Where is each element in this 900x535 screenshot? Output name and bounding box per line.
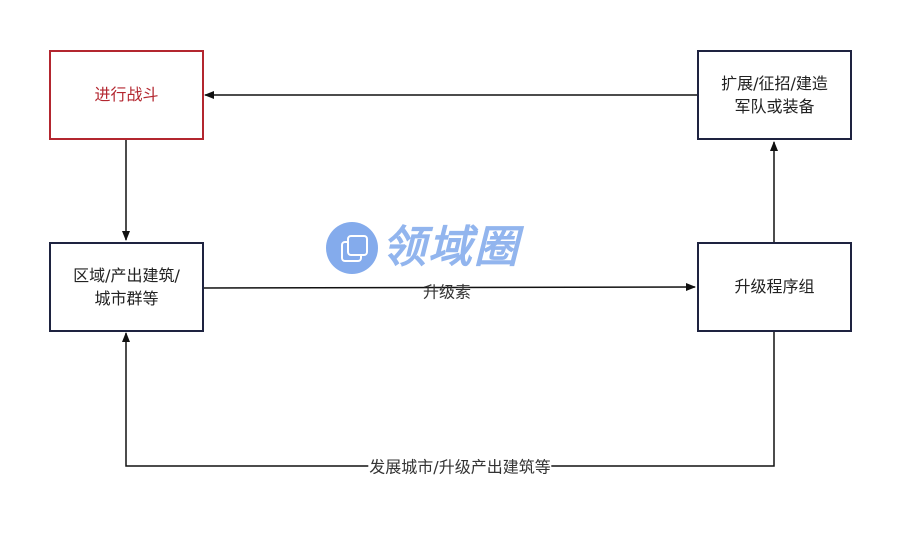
node-region: 区域/产出建筑/城市群等 [49,242,204,332]
node-expand-label-line1: 扩展/征招/建造 [721,73,828,93]
edge-label-develop-city: 发展城市/升级产出建筑等 [368,457,552,477]
node-upgrade-group: 升级程序组 [697,242,852,332]
arrow-upgrade-to-region [122,331,775,467]
edge-label-upgrade-material: 升级素 [422,282,472,302]
node-region-label-line1: 区域/产出建筑/ [73,265,180,285]
node-region-label-line2: 城市群等 [94,289,159,308]
arrow-region-to-upgrade [202,283,696,292]
node-battle: 进行战斗 [49,50,204,140]
node-upgrade-group-label: 升级程序组 [734,277,815,297]
node-expand: 扩展/征招/建造军队或装备 [697,50,852,140]
node-expand-label-line2: 军队或装备 [734,97,815,116]
node-battle-label: 进行战斗 [94,85,159,105]
